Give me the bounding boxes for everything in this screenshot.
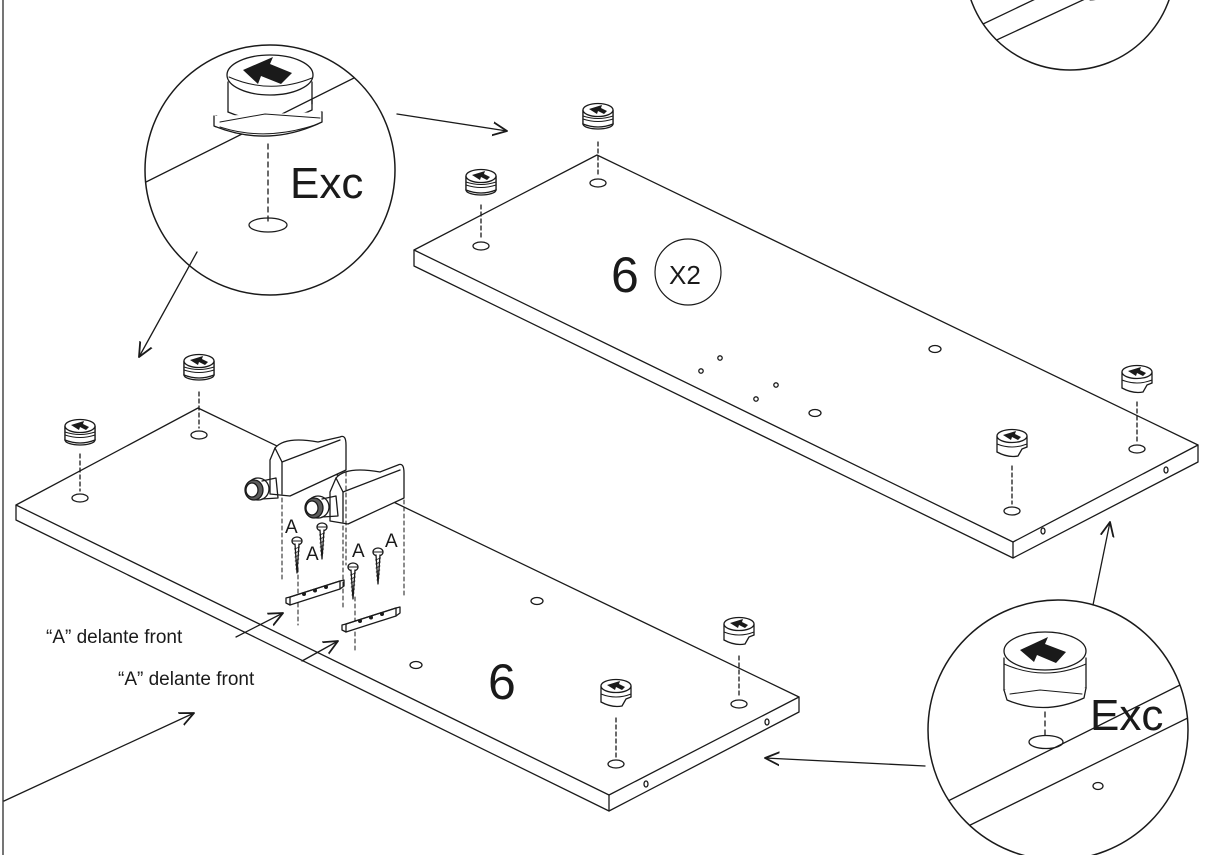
front-arrow-2: [301, 641, 338, 662]
screw-label-a4: A: [385, 531, 398, 552]
detail-circle-corner: [965, 0, 1175, 71]
arrow-to-bottom-panel: [139, 251, 198, 357]
screw-label-a3: A: [352, 541, 365, 562]
front-note-1: “A” delante front: [46, 627, 183, 648]
detail-circle-top: Exc: [144, 44, 396, 296]
screw-label-a2: A: [306, 544, 319, 565]
bottom-shelf-panel: A A A A 6 “A” delante front “A” delante …: [15, 353, 800, 812]
arrow-to-top-panel: [396, 113, 507, 131]
push-latch-left: [244, 435, 347, 501]
panel-bottom-number: 6: [488, 654, 516, 710]
exc-label-bottom: Exc: [1090, 691, 1163, 740]
arrow-to-top-panel-edge: [1092, 522, 1110, 606]
front-arrow-1: [235, 613, 283, 638]
pointer-arrow-lower-left: [3, 713, 194, 802]
top-shelf-panel: 6 X2: [413, 102, 1199, 559]
exc-label-top: Exc: [290, 159, 363, 208]
detail-circle-bottom: Exc: [927, 599, 1189, 855]
arrow-to-bottom-panel-edge: [765, 758, 926, 767]
push-latch-right: [304, 463, 405, 525]
panel-top-multiplier: X2: [669, 260, 701, 290]
panel-top-number: 6: [611, 247, 639, 303]
screw-label-a1: A: [285, 517, 298, 538]
front-note-2: “A” delante front: [118, 669, 255, 690]
